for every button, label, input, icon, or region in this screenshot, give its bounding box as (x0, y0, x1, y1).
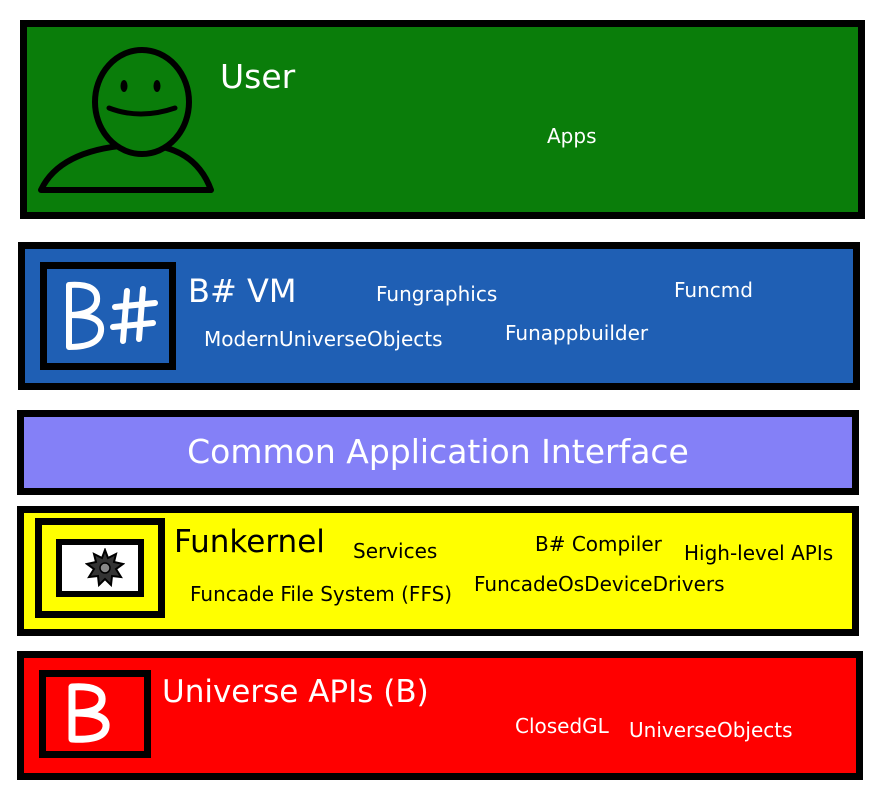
moderuniverseobjects-label: ModernUniverseObjects (204, 327, 443, 351)
services-label: Services (353, 539, 438, 563)
bsharp-compiler-label: B# Compiler (535, 532, 662, 556)
closedgl-label: ClosedGL (515, 714, 609, 738)
funkernel-logo-frame (35, 518, 165, 618)
universeobjects-label: UniverseObjects (629, 718, 793, 742)
funkernel-title: Funkernel (174, 524, 325, 560)
ffs-label: Funcade File System (FFS) (190, 582, 453, 606)
apps-label: Apps (547, 124, 597, 148)
bsharp-logo-icon (40, 262, 176, 370)
common-application-interface-layer (17, 410, 859, 495)
b-logo-icon (39, 670, 151, 758)
cai-title: Common Application Interface (187, 432, 689, 471)
universe-apis-layer (17, 651, 863, 780)
gear-icon (85, 548, 125, 588)
funcmd-label: Funcmd (674, 278, 753, 302)
funappbuilder-label: Funappbuilder (505, 321, 649, 345)
funcadeosdevicedrivers-label: FuncadeOsDeviceDrivers (474, 572, 725, 596)
universe-apis-title: Universe APIs (B) (162, 674, 429, 710)
bsharp-vm-title: B# VM (188, 272, 297, 310)
high-level-apis-label: High-level APIs (684, 541, 834, 565)
user-title: User (220, 57, 296, 96)
user-face-icon (38, 47, 214, 193)
fungraphics-label: Fungraphics (376, 282, 498, 306)
gear-icon-frame (56, 539, 144, 597)
